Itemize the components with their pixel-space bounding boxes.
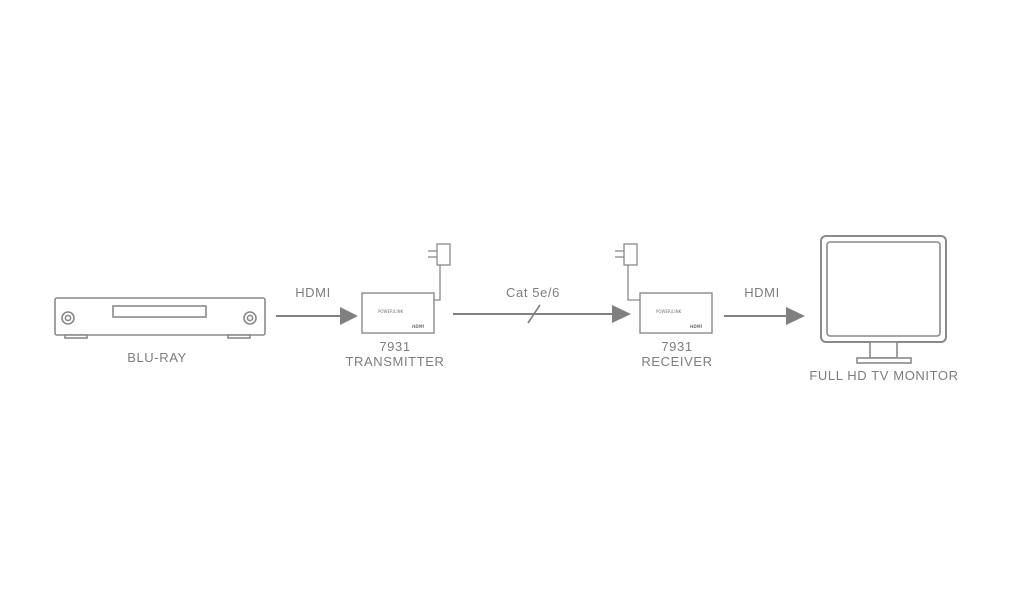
bluray-left-knob [61, 311, 75, 325]
transmitter-adapter-body [436, 243, 451, 266]
monitor-neck [869, 341, 898, 359]
monitor-label: FULL HD TV MONITOR [809, 368, 959, 383]
cat-link-label: Cat 5e/6 [506, 285, 560, 300]
receiver-body [639, 292, 713, 334]
hdmi-arrow-2-head [786, 307, 805, 325]
cat-cable-head [612, 305, 631, 323]
hdmi-link-label-1: HDMI [295, 285, 331, 300]
hdmi-link-label-2: HDMI [744, 285, 780, 300]
bluray-label: BLU-RAY [127, 350, 187, 365]
transmitter-port-text: POWER/LINK [378, 309, 404, 314]
receiver-power-adapter-icon [615, 243, 640, 301]
transmitter-device: POWER/LINK HDMI [361, 243, 451, 334]
bluray-disc-slot [112, 305, 207, 318]
cat-cable-slash [527, 304, 541, 324]
hdmi-arrow-1 [276, 307, 358, 325]
transmitter-hdmi-logo: HDMI [412, 324, 425, 329]
bluray-right-foot [227, 334, 251, 339]
hdmi-arrow-2 [724, 307, 805, 325]
receiver-device: POWER/LINK HDMI [615, 243, 713, 334]
receiver-power-cord [627, 265, 640, 301]
transmitter-label: TRANSMITTER [345, 354, 445, 369]
receiver-adapter-body [623, 243, 638, 266]
bluray-player [54, 297, 266, 339]
transmitter-power-cord [434, 265, 441, 301]
monitor-base [856, 357, 912, 364]
monitor-screen [826, 241, 941, 337]
receiver-model-label: 7931 [661, 339, 693, 354]
hdmi-arrow-1-head [340, 307, 358, 325]
bluray-left-foot [64, 334, 88, 339]
transmitter-body [361, 292, 435, 334]
tv-monitor-icon [820, 235, 947, 364]
receiver-port-text: POWER/LINK [656, 309, 682, 314]
receiver-hdmi-logo: HDMI [690, 324, 703, 329]
transmitter-model-label: 7931 [379, 339, 411, 354]
receiver-label: RECEIVER [641, 354, 713, 369]
bluray-right-knob-inner [246, 314, 254, 322]
cat-cable-arrow [453, 304, 631, 324]
bluray-left-knob-inner [64, 314, 72, 322]
bluray-right-knob [243, 311, 257, 325]
transmitter-power-adapter-icon [428, 243, 451, 301]
